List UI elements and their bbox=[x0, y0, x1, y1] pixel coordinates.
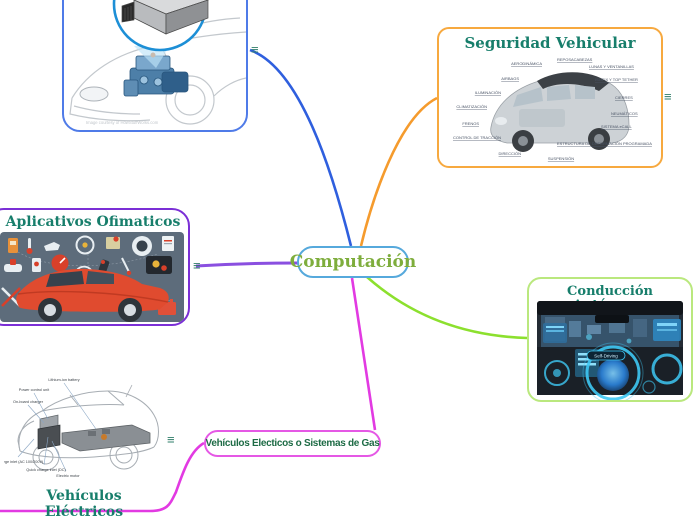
branch-line-aplicativos bbox=[195, 261, 299, 268]
aplicativos-car-services-illustration bbox=[0, 232, 184, 322]
toggle-ecu-branch-icon[interactable]: ≡ bbox=[251, 42, 259, 57]
self-driving-hud-label: Self-Driving bbox=[594, 354, 618, 359]
seguridad-label: AIRBAGS bbox=[501, 76, 519, 81]
seguridad-car-diagram: AERODINÁMICA AIRBAGS ILUMINACIÓN CLIMATI… bbox=[453, 57, 652, 161]
red-car-drawing bbox=[16, 268, 169, 322]
electricos-part-label: Power control unit bbox=[19, 388, 50, 392]
electricos-part-label: On-board charger bbox=[13, 400, 44, 404]
electricos-part-label: Quick charge inlet (DC) bbox=[26, 468, 66, 472]
ecu-module-drawing bbox=[121, 0, 210, 35]
seguridad-label: SUSPENSIÓN bbox=[548, 156, 574, 161]
node-aplicativos-ofimaticos[interactable]: Aplicativos Ofimaticos bbox=[0, 208, 190, 326]
seguridad-label: ISOFIX Y TOP TETHER bbox=[595, 77, 638, 82]
electricos-part-label: Charge inlet (AC 100/200V) bbox=[4, 460, 44, 464]
node-vehiculos-electicos-o-gas[interactable]: Vehículos Electicos o Sistemas de Gas bbox=[204, 430, 381, 457]
node-ecu-image[interactable]: Image courtesy of HowStuffWorks.com bbox=[62, 0, 248, 132]
conduccion-cockpit-photo: Self-Driving bbox=[537, 301, 683, 400]
image-credit-text: Image courtesy of HowStuffWorks.com bbox=[86, 120, 159, 125]
branch-line-seguridad bbox=[359, 96, 438, 247]
branch-line-gas bbox=[350, 277, 377, 431]
ecu-car-illustration: Image courtesy of HowStuffWorks.com bbox=[69, 0, 246, 125]
branch-line-electricos bbox=[0, 441, 205, 513]
seguridad-label: LUNAS Y VENTANILLAS bbox=[589, 64, 634, 69]
seguridad-label: REPOSACABEZAS bbox=[557, 57, 593, 62]
seguridad-label: DIRECCIÓN bbox=[499, 151, 522, 156]
node-conduccion-autonoma[interactable]: Conducción Autónoma bbox=[527, 277, 693, 402]
seguridad-label: SISTEMA eCALL bbox=[601, 124, 632, 129]
seguridad-label: CONTROL DE TRACCIÓN bbox=[453, 135, 501, 140]
seguridad-label: ILUMINACIÓN bbox=[475, 90, 501, 95]
electricos-part-label: Lithium-ion battery bbox=[48, 378, 79, 382]
node-vehiculos-electricos-image[interactable]: Lithium-ion battery Power control unit O… bbox=[4, 371, 166, 485]
electricos-part-label: Electric motor bbox=[56, 474, 80, 478]
branch-line-conduccion bbox=[366, 276, 528, 340]
central-node-label: Computación bbox=[289, 252, 417, 272]
electricos-node-label[interactable]: Vehículos Eléctricos bbox=[44, 488, 124, 520]
branch-line-ecu bbox=[249, 48, 353, 247]
central-node-computacion[interactable]: Computación bbox=[290, 246, 416, 278]
gas-pill-label: Vehículos Electicos o Sistemas de Gas bbox=[205, 438, 380, 449]
seguridad-label: NEUMÁTICOS bbox=[611, 111, 638, 116]
electric-car-cutaway-drawing: Lithium-ion battery Power control unit O… bbox=[4, 378, 159, 478]
aplicativos-title: Aplicativos Ofimaticos bbox=[5, 214, 181, 230]
seguridad-label: AERODINÁMICA bbox=[511, 61, 542, 66]
toggle-electricos-branch-icon[interactable]: ≡ bbox=[167, 432, 175, 447]
seguridad-label: CLIMATIZACIÓN bbox=[456, 104, 487, 109]
seguridad-label: CIERRES bbox=[615, 95, 633, 100]
toggle-seguridad-branch-icon[interactable]: ≡ bbox=[664, 89, 672, 104]
seguridad-label: ESTRUCTURA DE DEFORMACIÓN PROGRAMADA bbox=[557, 141, 652, 146]
toggle-aplicativos-branch-icon[interactable]: ≡ bbox=[193, 258, 201, 273]
node-seguridad-vehicular[interactable]: Seguridad Vehicular AERODINÁMICA AIRBAGS… bbox=[437, 27, 663, 168]
seguridad-label: FRENOS bbox=[462, 121, 479, 126]
seguridad-title: Seguridad Vehicular bbox=[464, 34, 636, 52]
